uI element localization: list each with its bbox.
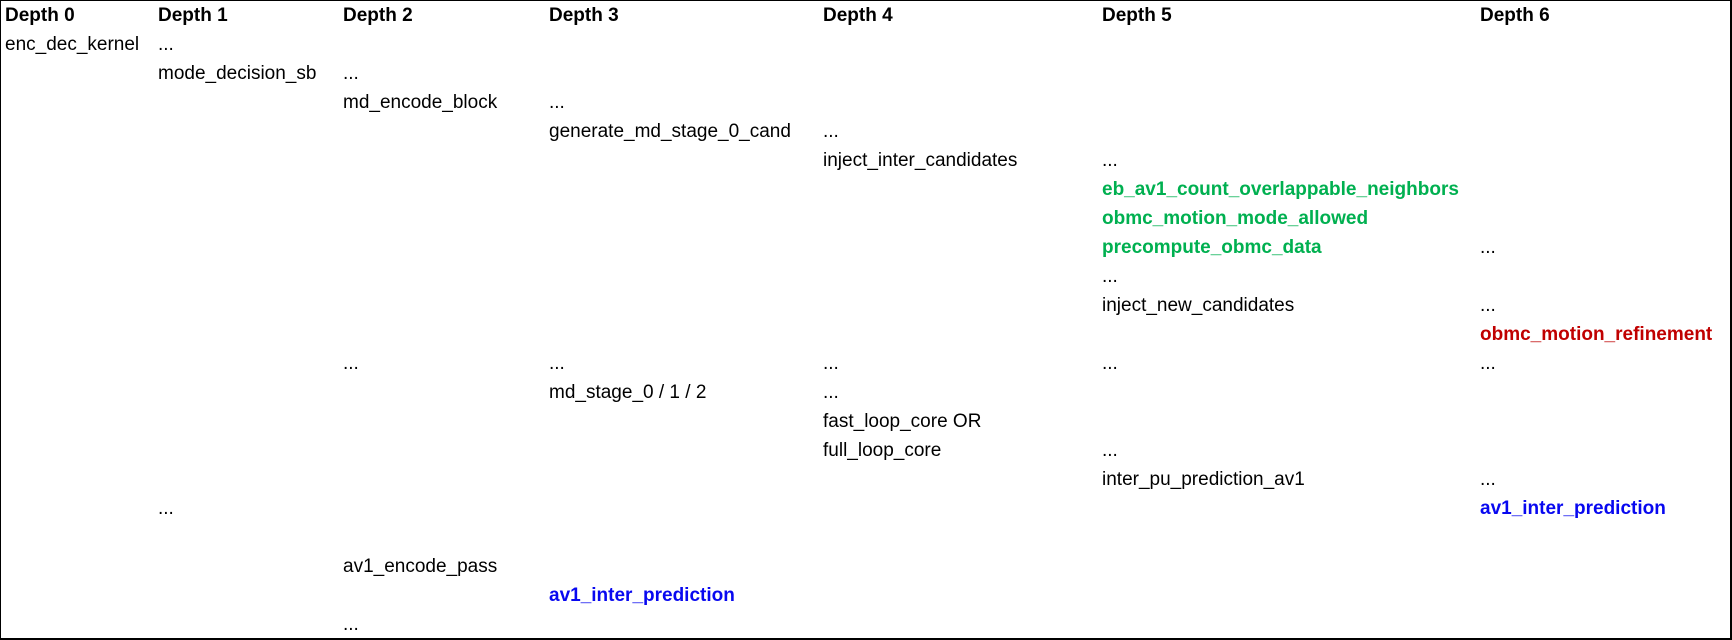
depth-header: Depth 4 xyxy=(823,5,893,26)
function-name: generate_md_stage_0_cand xyxy=(549,121,791,142)
depth-header: Depth 1 xyxy=(158,5,228,26)
function-name: inject_new_candidates xyxy=(1102,295,1295,316)
depth-header: Depth 3 xyxy=(549,5,619,26)
function-name-highlighted: obmc_motion_refinement xyxy=(1480,324,1713,345)
ellipsis: ... xyxy=(1480,469,1496,490)
ellipsis: ... xyxy=(549,92,565,113)
ellipsis: ... xyxy=(1102,440,1118,461)
depth-header: Depth 0 xyxy=(5,5,75,26)
ellipsis: ... xyxy=(823,353,839,374)
ellipsis: ... xyxy=(1102,353,1118,374)
ellipsis: ... xyxy=(158,34,174,55)
function-name: md_encode_block xyxy=(343,92,498,113)
ellipsis: ... xyxy=(549,353,565,374)
ellipsis: ... xyxy=(158,498,174,519)
function-name: mode_decision_sb xyxy=(158,63,317,84)
ellipsis: ... xyxy=(823,382,839,403)
depth-header: Depth 5 xyxy=(1102,5,1172,26)
depth-header: Depth 6 xyxy=(1480,5,1550,26)
function-name-highlighted: av1_inter_prediction xyxy=(549,585,735,606)
function-name: av1_encode_pass xyxy=(343,556,498,577)
function-name: md_stage_0 / 1 / 2 xyxy=(549,382,707,403)
ellipsis: ... xyxy=(1102,266,1118,287)
ellipsis: ... xyxy=(823,121,839,142)
function-name: enc_dec_kernel xyxy=(5,34,140,55)
ellipsis: ... xyxy=(1480,295,1496,316)
ellipsis: ... xyxy=(1480,353,1496,374)
function-name-highlighted: av1_inter_prediction xyxy=(1480,498,1666,519)
function-name: inject_inter_candidates xyxy=(823,150,1018,171)
function-name-highlighted: eb_av1_count_overlappable_neighbors xyxy=(1102,179,1459,200)
ellipsis: ... xyxy=(1102,150,1118,171)
depth-header: Depth 2 xyxy=(343,5,413,26)
function-name: fast_loop_core OR xyxy=(823,411,982,432)
function-name: full_loop_core xyxy=(823,440,942,461)
ellipsis: ... xyxy=(343,63,359,84)
ellipsis: ... xyxy=(1480,237,1496,258)
function-name-highlighted: precompute_obmc_data xyxy=(1102,237,1322,258)
function-name-highlighted: obmc_motion_mode_allowed xyxy=(1102,208,1369,229)
function-name: inter_pu_prediction_av1 xyxy=(1102,469,1305,490)
ellipsis: ... xyxy=(343,614,359,635)
ellipsis: ... xyxy=(343,353,359,374)
